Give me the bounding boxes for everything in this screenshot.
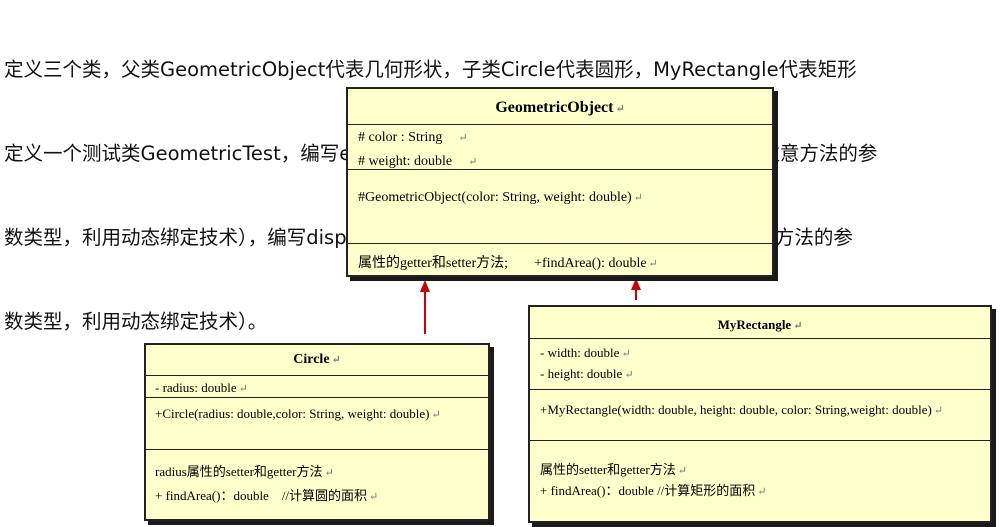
section-divider	[348, 124, 772, 125]
methods: 属性的getter和setter方法;+findArea(): double↵	[358, 256, 658, 271]
method-accessors: 属性的setter和getter方法↵	[540, 462, 687, 477]
class-name: MyRectangle↵	[717, 317, 803, 332]
section-divider	[146, 397, 488, 398]
attribute-radius: - radius: double↵	[155, 380, 248, 395]
attribute-weight: # weight: double↵	[358, 154, 478, 169]
attribute-height: - height: double↵	[540, 366, 634, 381]
statement-line: 定义三个类，父类GeometricObject代表几何形状，子类Circle代表…	[4, 58, 857, 81]
section-divider	[530, 389, 990, 390]
method-find-area: + findArea()：double //计算矩形的面积↵	[540, 483, 767, 498]
class-my-rectangle: MyRectangle↵ - width: double↵ - height: …	[528, 305, 992, 523]
section-divider	[530, 338, 990, 339]
method-accessors: radius属性的setter和getter方法↵	[155, 464, 334, 479]
attribute-width: - width: double↵	[540, 345, 631, 360]
method-find-area: + findArea()：double //计算圆的面积↵	[155, 488, 379, 503]
attribute-color: # color : String↵	[358, 130, 468, 145]
section-divider	[348, 169, 772, 170]
section-divider	[348, 243, 772, 244]
section-divider	[530, 440, 990, 441]
class-name: GeometricObject↵	[495, 99, 625, 116]
rectangle-arrowhead	[631, 278, 641, 290]
constructor: +Circle(radius: double,color: String, we…	[155, 406, 441, 421]
constructor: #GeometricObject(color: String, weight: …	[358, 190, 643, 205]
statement-line: 数类型，利用动态绑定技术）。	[4, 310, 268, 333]
class-circle: Circle↵ - radius: double↵ +Circle(radius…	[144, 343, 490, 521]
circle-arrowhead	[420, 280, 430, 292]
constructor: +MyRectangle(width: double, height: doub…	[540, 402, 944, 417]
class-name: Circle↵	[293, 352, 341, 367]
section-divider	[146, 449, 488, 450]
section-divider	[146, 375, 488, 376]
class-geometric-object: GeometricObject↵ # color : String↵ # wei…	[346, 87, 774, 277]
